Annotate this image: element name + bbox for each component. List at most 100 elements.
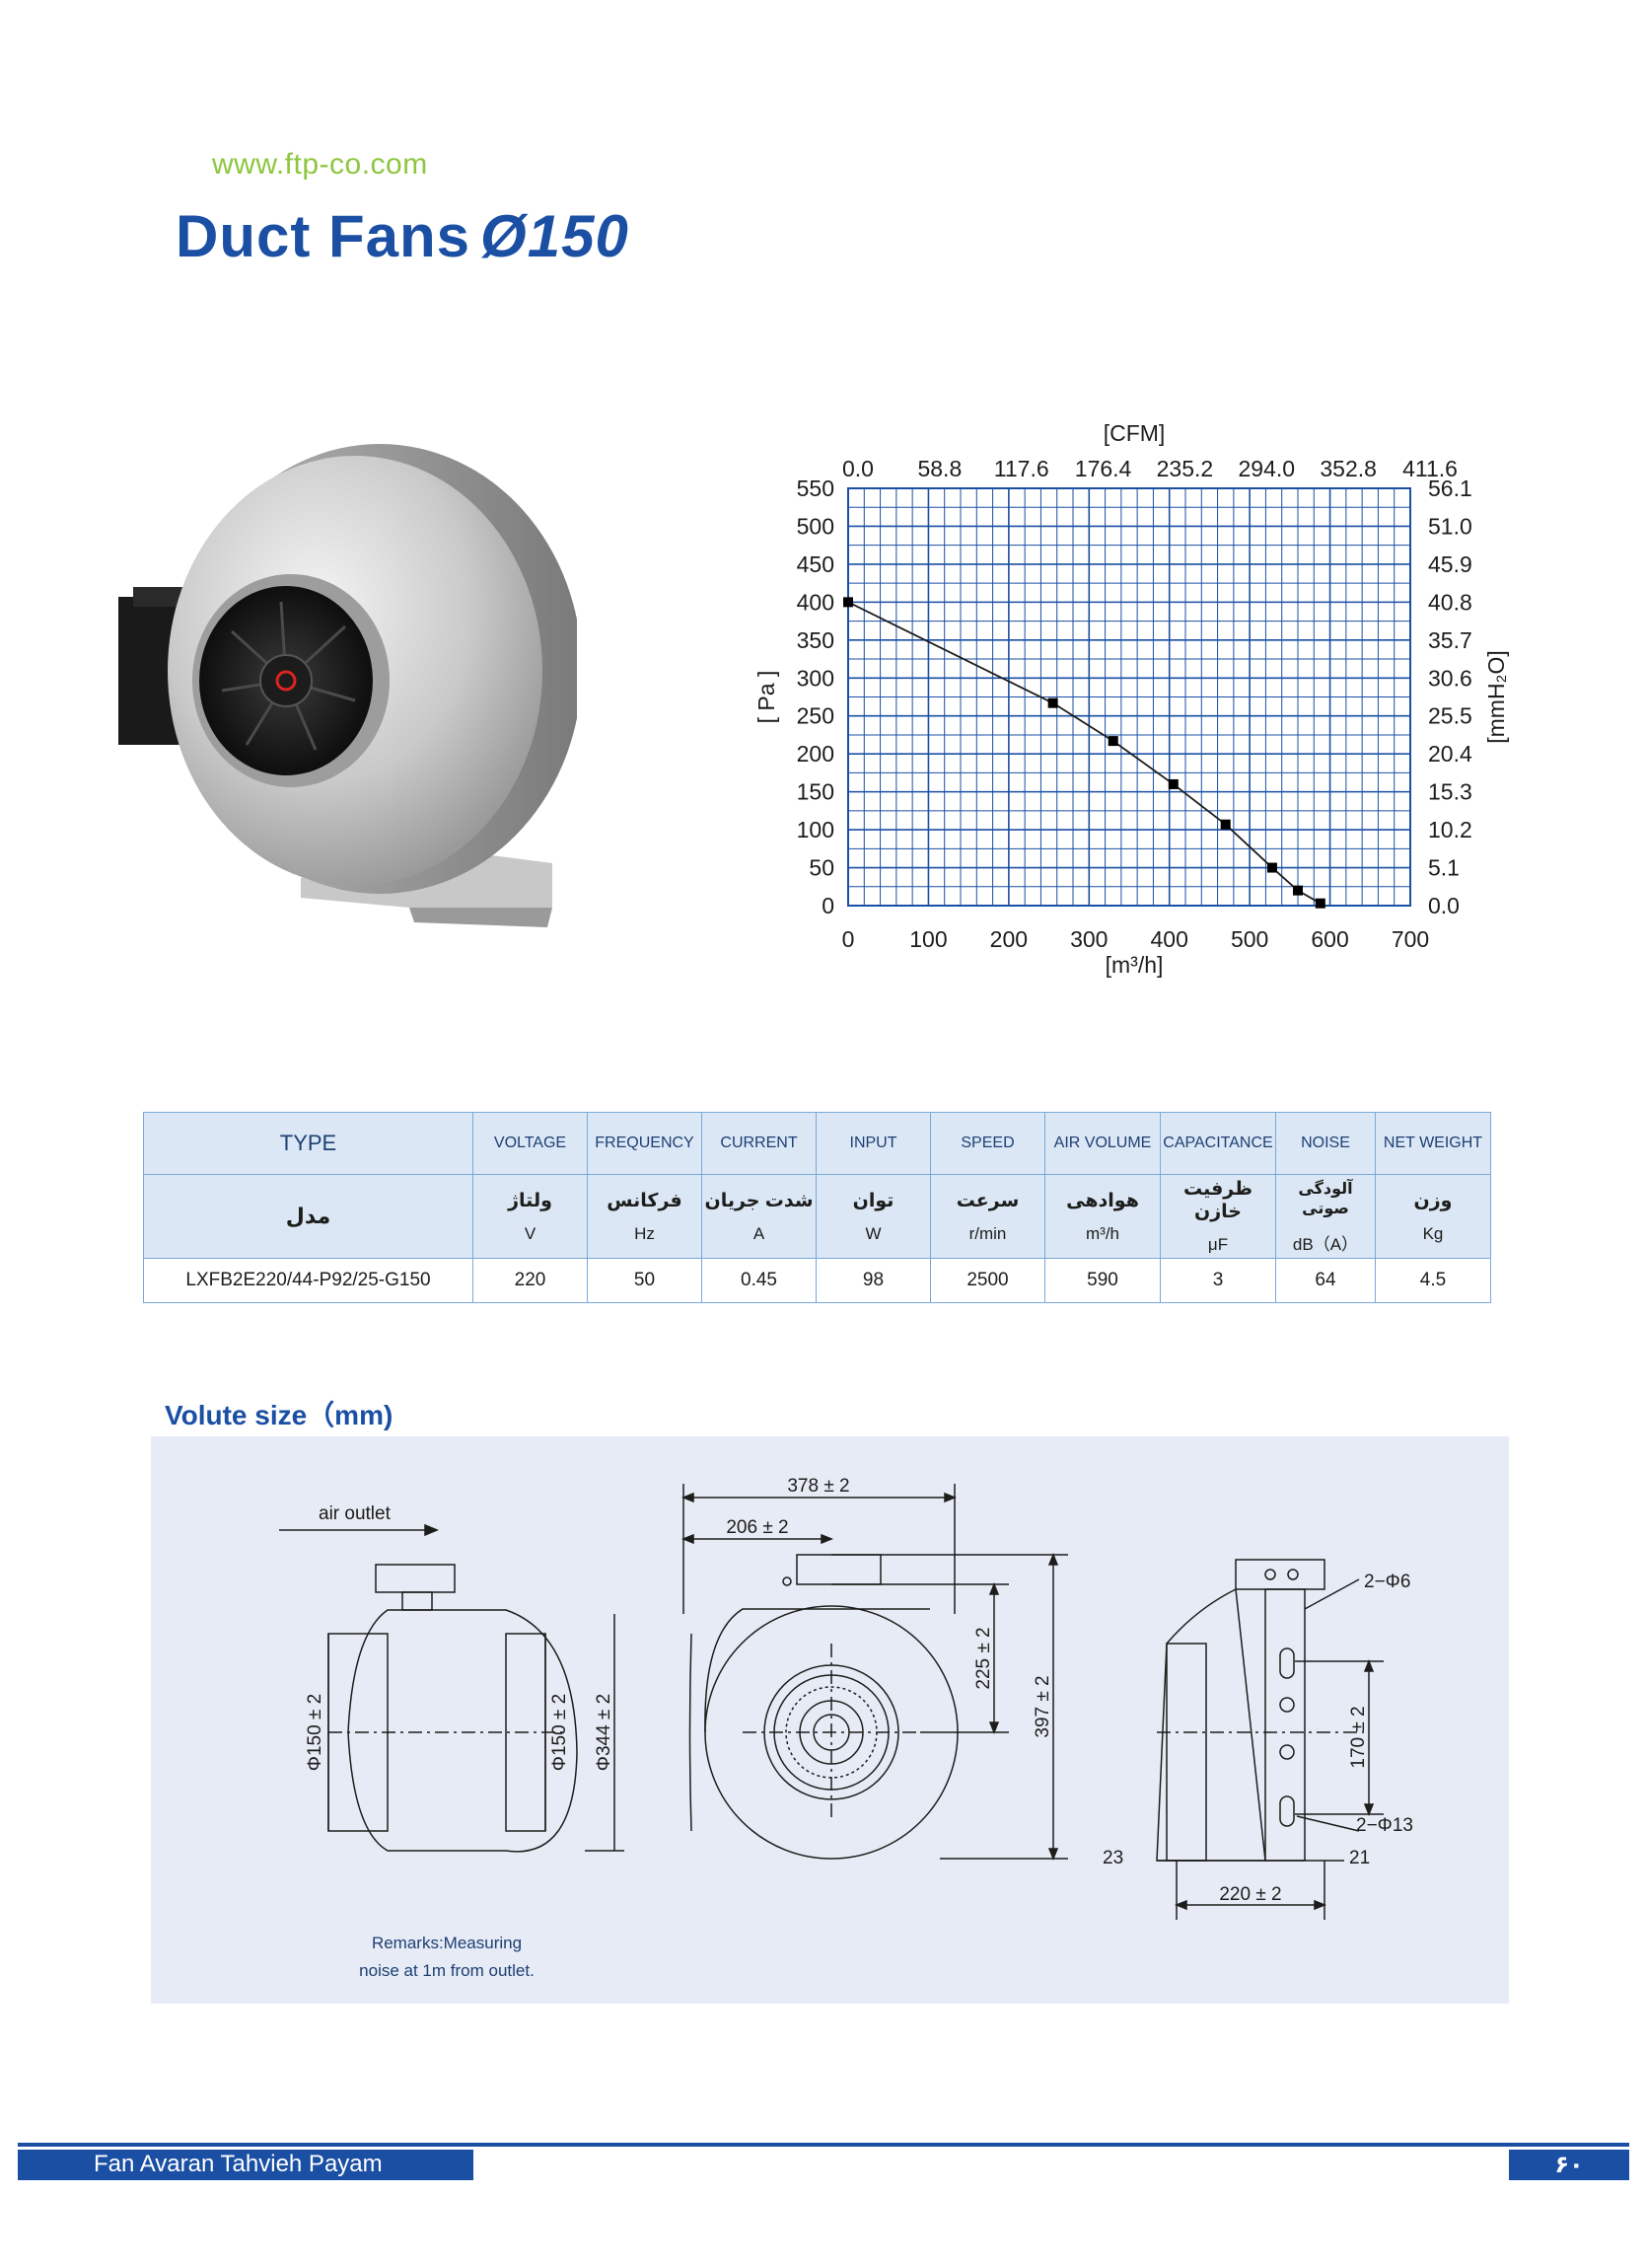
right-tick-label: 25.5	[1428, 703, 1472, 729]
dim-w378: 378 ± 2	[787, 1476, 849, 1497]
volute-size-heading: Volute size（mm)	[165, 1400, 394, 1430]
cell-frequency: 50	[587, 1258, 702, 1303]
table-row: LXFB2E220/44-P92/25-G150 220 50 0.45 98 …	[143, 1258, 1491, 1303]
title-text: Duct Fans	[176, 203, 471, 269]
unit-label: μF	[1207, 1235, 1229, 1254]
chart-grid	[847, 487, 1411, 907]
footer-company-name: Fan Avaran Tahvieh Payam	[94, 2151, 383, 2177]
fa-label: مدل	[285, 1204, 331, 1228]
motor-hub	[259, 654, 313, 707]
remarks-line-2: noise at 1m from outlet.	[359, 1961, 535, 1980]
unit-label: r/min	[968, 1223, 1007, 1243]
cell-speed: 2500	[930, 1258, 1045, 1303]
x-tick-label: 700	[1392, 926, 1429, 952]
top-tick-label: 176.4	[1075, 456, 1132, 481]
top-axis-label: [CFM]	[1104, 420, 1166, 446]
data-point	[1220, 819, 1231, 830]
y-tick-label: 450	[797, 551, 834, 577]
fa-label: آلودگی صوتی	[1298, 1180, 1353, 1217]
y-tick-label: 100	[797, 817, 834, 842]
fa-label: توان	[852, 1190, 895, 1211]
right-tick-label: 56.1	[1428, 476, 1472, 501]
header-input: INPUT	[816, 1112, 931, 1175]
unit-label: Kg	[1422, 1223, 1444, 1243]
right-tick-label: 40.8	[1428, 589, 1472, 615]
cell-voltage: 220	[472, 1258, 588, 1303]
remarks-line-1: Remarks:Measuring	[371, 1934, 523, 1952]
footer-rule	[18, 2143, 1629, 2147]
dim-21: 21	[1349, 1848, 1370, 1868]
header-noise: NOISE	[1275, 1112, 1376, 1175]
x-tick-label: 0	[842, 926, 855, 952]
top-tick-label: 117.6	[994, 456, 1049, 481]
right-tick-label: 51.0	[1428, 513, 1472, 539]
right-tick-label: 45.9	[1428, 551, 1472, 577]
x-tick-label: 100	[909, 926, 947, 952]
fa-label: سرعت	[956, 1190, 1020, 1211]
y-tick-label: 200	[797, 741, 834, 767]
specification-table: TYPE VOLTAGE FREQUENCY CURRENT INPUT SPE…	[143, 1112, 1491, 1303]
x-tick-label: 200	[990, 926, 1028, 952]
plot-frame	[847, 487, 1411, 907]
dim-d150-right: Φ150 ± 2	[549, 1694, 570, 1771]
right-axis-label: [mmH₂O]	[1483, 650, 1509, 744]
x-tick-label: 500	[1231, 926, 1268, 952]
website-url: www.ftp-co.com	[212, 148, 428, 181]
dim-h225: 225 ± 2	[973, 1627, 994, 1689]
header-current: CURRENT	[701, 1112, 817, 1175]
dim-w206: 206 ± 2	[726, 1517, 788, 1538]
y-tick-label: 350	[797, 627, 834, 653]
data-point	[1266, 862, 1277, 873]
x-axis-label: [m³/h]	[1106, 952, 1164, 978]
header-air-volume: AIR VOLUME	[1044, 1112, 1161, 1175]
y-tick-label: 500	[797, 513, 834, 539]
dim-d344: Φ344 ± 2	[594, 1694, 614, 1771]
right-tick-label: 35.7	[1428, 627, 1472, 653]
top-tick-label: 0.0	[842, 456, 874, 481]
unit-label: dB（A）	[1292, 1234, 1359, 1254]
dim-w220: 220 ± 2	[1219, 1884, 1281, 1905]
right-tick-label: 30.6	[1428, 665, 1472, 691]
header-type: TYPE	[143, 1112, 473, 1175]
cell-current: 0.45	[701, 1258, 817, 1303]
side-view-housing	[347, 1609, 578, 1853]
table-header-row-en: TYPE VOLTAGE FREQUENCY CURRENT INPUT SPE…	[143, 1112, 1491, 1175]
page-number: ۶۰	[1554, 2152, 1584, 2178]
header-net-weight: NET WEIGHT	[1375, 1112, 1491, 1175]
dim-hole6: 2−Φ6	[1364, 1572, 1410, 1592]
model-size: Ø150	[480, 203, 629, 269]
header-fa-voltage: ولتاژ V	[472, 1174, 588, 1259]
dim-hole13: 2−Φ13	[1356, 1815, 1413, 1836]
fa-label: وزن	[1413, 1190, 1453, 1211]
header-fa-noise: آلودگی صوتی dB（A）	[1275, 1174, 1376, 1259]
y-tick-label: 50	[809, 855, 834, 881]
cell-air-volume: 590	[1044, 1258, 1161, 1303]
y-tick-label: 300	[797, 665, 834, 691]
unit-label: m³/h	[1086, 1223, 1119, 1243]
data-point	[1315, 898, 1325, 909]
unit-label: V	[524, 1223, 537, 1243]
cell-input: 98	[816, 1258, 931, 1303]
rear-view-housing	[1156, 1587, 1266, 1862]
right-tick-label: 15.3	[1428, 779, 1472, 805]
cell-net-weight: 4.5	[1375, 1258, 1491, 1303]
fa-label: شدت جریان	[704, 1190, 814, 1211]
unit-label: A	[752, 1223, 765, 1243]
data-point	[843, 597, 853, 608]
x-tick-label: 600	[1311, 926, 1348, 952]
cell-capacitance: 3	[1160, 1258, 1276, 1303]
y-axis-label: [ Pa ]	[753, 671, 779, 724]
dimension-drawings: air outlet Φ150 ± 2 Φ150 ± 2 Φ344 ± 2 37…	[279, 1476, 1413, 1920]
y-tick-label: 550	[797, 476, 834, 501]
x-tick-label: 400	[1151, 926, 1188, 952]
fa-label: ولتاژ	[508, 1190, 552, 1211]
fa-label: فرکانس	[607, 1190, 682, 1211]
right-tick-label: 20.4	[1428, 741, 1472, 767]
right-tick-label: 5.1	[1428, 855, 1460, 881]
